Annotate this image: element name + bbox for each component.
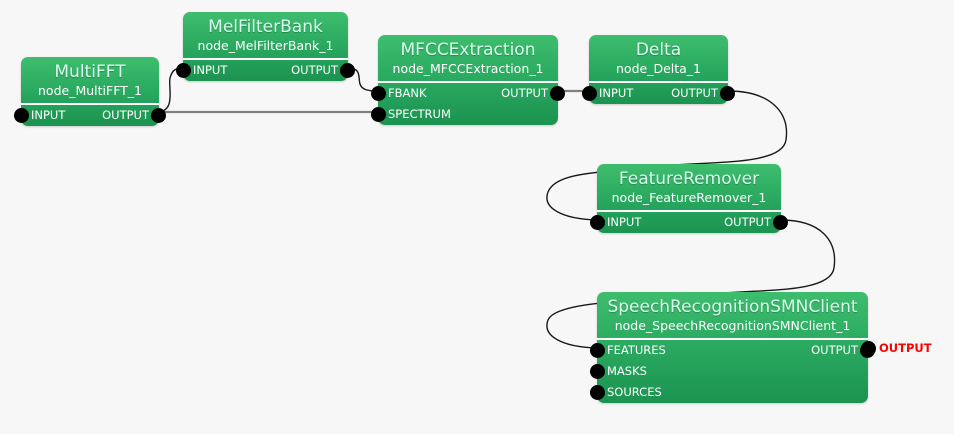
- port-dot-mfccextraction-spectrum[interactable]: [371, 107, 386, 122]
- node-delta[interactable]: Delta node_Delta_1 INPUT OUTPUT: [582, 35, 735, 104]
- port-label-mfccextraction-output[interactable]: OUTPUT: [501, 86, 548, 100]
- node-mfccextraction-ports: FBANK OUTPUT SPECTRUM: [371, 83, 565, 125]
- port-dot-speech-features[interactable]: [590, 343, 605, 358]
- port-label-melfilterbank-input[interactable]: INPUT: [193, 63, 228, 77]
- node-melfilterbank-ports: INPUT OUTPUT: [176, 60, 355, 81]
- node-multifft-ports: INPUT OUTPUT: [14, 105, 166, 126]
- node-featureremover-subtitle: node_FeatureRemover_1: [611, 190, 767, 205]
- port-row-delta-0: INPUT OUTPUT: [582, 83, 735, 104]
- port-label-speech-output[interactable]: OUTPUT: [811, 343, 858, 357]
- port-dot-speech-sources[interactable]: [590, 385, 605, 400]
- port-label-multifft-output[interactable]: OUTPUT: [102, 108, 149, 122]
- port-row-featureremover-0: INPUT OUTPUT: [590, 212, 788, 233]
- port-row-multifft-0: INPUT OUTPUT: [14, 105, 166, 126]
- port-row-mfccextraction-0: FBANK OUTPUT: [371, 83, 565, 104]
- node-speechrecognitionsmnclient[interactable]: SpeechRecognitionSMNClient node_SpeechRe…: [590, 292, 875, 403]
- node-mfccextraction[interactable]: MFCCExtraction node_MFCCExtraction_1 FBA…: [371, 35, 565, 125]
- port-label-speech-masks[interactable]: MASKS: [607, 364, 647, 378]
- port-row-melfilterbank-0: INPUT OUTPUT: [176, 60, 355, 81]
- port-dot-multifft-input[interactable]: [14, 108, 29, 123]
- port-dot-melfilterbank-input[interactable]: [176, 63, 191, 78]
- node-melfilterbank[interactable]: MelFilterBank node_MelFilterBank_1 INPUT…: [176, 12, 355, 81]
- node-melfilterbank-title: MelFilterBank: [208, 17, 323, 37]
- port-label-mfccextraction-fbank[interactable]: FBANK: [388, 86, 427, 100]
- node-speechrecognitionsmnclient-ports: FEATURES OUTPUT MASKS SOURCES: [590, 340, 875, 403]
- node-featureremover[interactable]: FeatureRemover node_FeatureRemover_1 INP…: [590, 164, 788, 233]
- port-label-delta-input[interactable]: INPUT: [599, 86, 634, 100]
- port-row-speechrecognitionsmnclient-0: FEATURES OUTPUT: [590, 340, 875, 361]
- port-label-melfilterbank-output[interactable]: OUTPUT: [291, 63, 338, 77]
- node-delta-subtitle: node_Delta_1: [616, 61, 701, 76]
- node-multifft[interactable]: MultiFFT node_MultiFFT_1 INPUT OUTPUT: [14, 57, 166, 126]
- port-dot-mfccextraction-output[interactable]: [550, 86, 565, 101]
- port-dot-featureremover-input[interactable]: [590, 215, 605, 230]
- port-row-speechrecognitionsmnclient-1: MASKS: [590, 361, 868, 382]
- port-dot-featureremover-output[interactable]: [773, 215, 788, 230]
- port-row-speechrecognitionsmnclient-2: SOURCES: [590, 382, 868, 403]
- port-label-multifft-input[interactable]: INPUT: [31, 108, 66, 122]
- port-dot-delta-input[interactable]: [582, 86, 597, 101]
- port-row-mfccextraction-1: SPECTRUM: [371, 104, 558, 125]
- node-delta-ports: INPUT OUTPUT: [582, 83, 735, 104]
- node-mfccextraction-subtitle: node_MFCCExtraction_1: [392, 61, 544, 76]
- port-label-featureremover-output[interactable]: OUTPUT: [724, 215, 771, 229]
- port-label-speech-sources[interactable]: SOURCES: [607, 385, 662, 399]
- node-delta-header: Delta node_Delta_1: [589, 35, 728, 83]
- port-label-delta-output[interactable]: OUTPUT: [671, 86, 718, 100]
- port-dot-multifft-output[interactable]: [151, 108, 166, 123]
- node-speechrecognitionsmnclient-header: SpeechRecognitionSMNClient node_SpeechRe…: [597, 292, 868, 340]
- node-delta-title: Delta: [635, 40, 682, 60]
- node-speechrecognitionsmnclient-subtitle: node_SpeechRecognitionSMNClient_1: [614, 318, 851, 333]
- node-mfccextraction-header: MFCCExtraction node_MFCCExtraction_1: [378, 35, 558, 83]
- node-multifft-title: MultiFFT: [54, 62, 126, 82]
- port-dot-speech-masks[interactable]: [590, 364, 605, 379]
- node-melfilterbank-header: MelFilterBank node_MelFilterBank_1: [183, 12, 348, 60]
- node-featureremover-ports: INPUT OUTPUT: [590, 212, 788, 233]
- port-label-featureremover-input[interactable]: INPUT: [607, 215, 642, 229]
- node-multifft-subtitle: node_MultiFFT_1: [38, 83, 142, 98]
- node-multifft-header: MultiFFT node_MultiFFT_1: [21, 57, 159, 105]
- node-melfilterbank-subtitle: node_MelFilterBank_1: [197, 38, 334, 53]
- node-featureremover-header: FeatureRemover node_FeatureRemover_1: [597, 164, 781, 212]
- port-dot-mfccextraction-fbank[interactable]: [371, 86, 386, 101]
- node-featureremover-title: FeatureRemover: [618, 169, 760, 189]
- node-speechrecognitionsmnclient-title: SpeechRecognitionSMNClient: [607, 297, 858, 317]
- node-mfccextraction-title: MFCCExtraction: [400, 40, 536, 60]
- port-dot-delta-output[interactable]: [720, 86, 735, 101]
- port-dot-melfilterbank-output[interactable]: [340, 63, 355, 78]
- port-label-mfccextraction-spectrum[interactable]: SPECTRUM: [388, 107, 451, 121]
- graph-output-label: OUTPUT: [879, 341, 932, 355]
- graph-output-dot[interactable]: [861, 341, 876, 356]
- port-label-speech-features[interactable]: FEATURES: [607, 343, 666, 357]
